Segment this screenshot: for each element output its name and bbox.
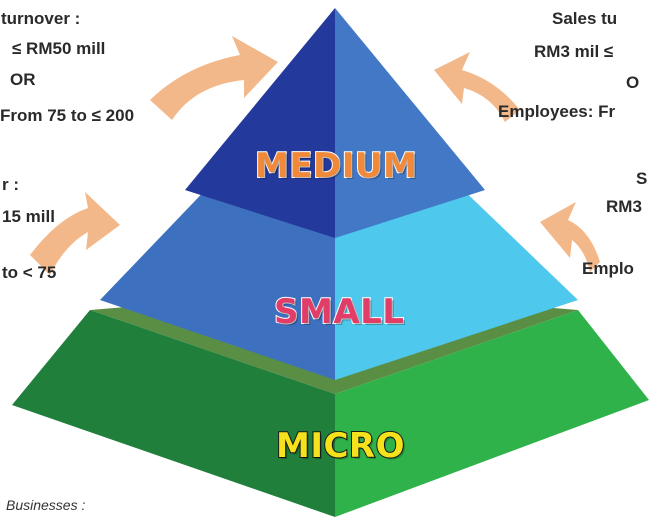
right-medium-line-4: Employees: Fr [498,102,616,121]
right-small-line-3: Emplo [582,259,634,278]
micro-right-face [335,310,649,517]
tier-label-micro: MICRO [275,425,406,467]
left-medium-line-4: From 75 to ≤ 200 [0,106,135,125]
arrow-left-small-icon [30,192,120,275]
medium-right-face [335,8,485,238]
right-small-line-2: RM3 [606,197,642,216]
arrow-right-small-icon [540,202,600,272]
left-small-line-3: to < 75 [2,263,57,282]
small-right-face [335,180,578,380]
left-small-line-2: 15 mill [2,207,55,226]
arrow-left-medium-icon [150,36,278,120]
left-medium-line-1: turnover : [1,9,81,28]
small-left-face [100,180,335,380]
bottom-note: Businesses : [6,497,86,513]
right-medium-line-1: Sales tu [552,9,618,28]
tier-label-medium: MEDIUM [254,145,418,187]
tier-label-small: SMALL [273,291,405,333]
micro-left-face [12,310,335,517]
right-medium-line-2: RM3 mil ≤ [534,42,614,61]
arrow-right-medium-icon [434,52,520,122]
left-medium-line-2: ≤ RM50 mill [12,39,106,58]
medium-left-face [185,8,335,238]
right-small-line-1: S [636,169,648,188]
left-small-line-1: r : [2,175,19,194]
right-medium-line-3: O [626,73,640,92]
left-medium-line-3: OR [10,70,36,89]
